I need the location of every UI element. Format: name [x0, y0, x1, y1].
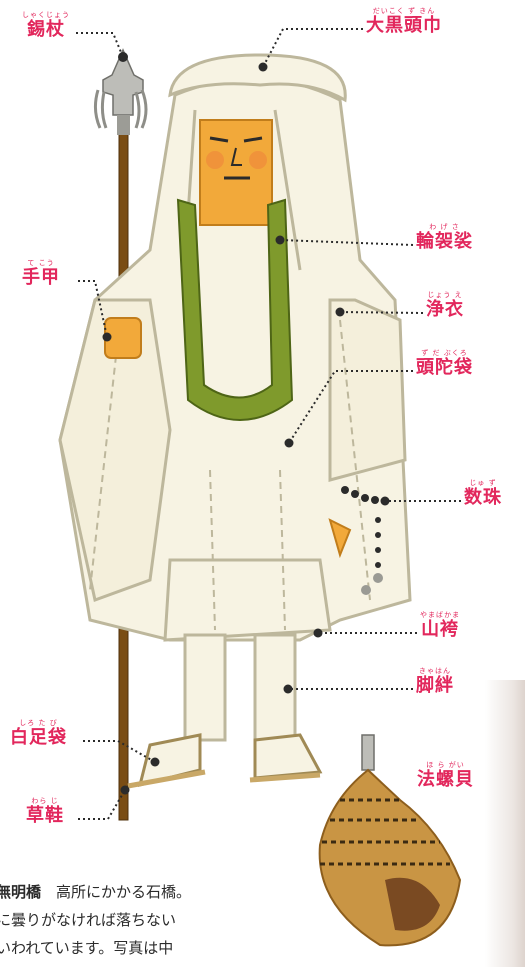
face [199, 119, 273, 226]
label-zudabukuro: ず だ ぶくろ 頭陀袋 [416, 350, 473, 377]
wagesa-stole [176, 198, 294, 421]
daikoku-zukin-hood [168, 53, 347, 103]
label-text: 輪袈裟 [416, 231, 473, 252]
label-kyahan: きゃはん 脚絆 [416, 668, 454, 695]
label-juzu: じゅ ず 数珠 [464, 480, 502, 507]
label-text: 脚絆 [416, 675, 454, 696]
label-joe: じょう え 浄衣 [426, 292, 464, 319]
label-ruby: わ げ さ [429, 223, 460, 231]
caption-line-1: 無明橋 高所にかかる石橋。 [0, 878, 191, 906]
label-tekou: て こう 手甲 [22, 260, 60, 287]
label-ruby: じょう え [427, 291, 463, 299]
horagai-shell [318, 734, 462, 947]
leader-lines [76, 28, 461, 820]
label-text: 浄衣 [426, 299, 464, 320]
label-ruby: ほ ら がい [426, 761, 465, 769]
label-waraji: わら じ 草鞋 [26, 798, 64, 825]
caption: 無明橋 高所にかかる石橋。 に曇りがなければ落ちない いわれています。写真は中 [0, 878, 525, 967]
label-text: 白足袋 [10, 727, 67, 748]
label-ruby: じゅ ず [469, 479, 497, 487]
photo-edge [485, 680, 525, 967]
label-text: 錫杖 [27, 19, 65, 40]
label-shakujo: しゃくじょう 錫杖 [22, 12, 70, 39]
caption-text: 高所にかかる石橋。 [41, 883, 192, 901]
label-text: 法螺貝 [417, 769, 474, 790]
label-ruby: て こう [27, 259, 55, 267]
label-ruby: しゃくじょう [22, 11, 70, 19]
label-ruby: だいこく ず きん [372, 7, 436, 15]
label-ruby: わら じ [31, 797, 59, 805]
label-ruby: しろ た び [19, 719, 58, 727]
label-ruby: ず だ ぶくろ [421, 349, 468, 357]
juzu-beads [341, 486, 383, 595]
caption-line-3: いわれています。写真は中 [0, 939, 174, 957]
label-daikoku-zukin: だいこく ず きん 大黒頭巾 [366, 8, 442, 35]
label-ruby: きゃはん [419, 667, 451, 675]
label-text: 大黒頭巾 [366, 15, 442, 36]
label-text: 数珠 [464, 487, 502, 508]
label-wagesa: わ げ さ 輪袈裟 [416, 224, 473, 251]
label-shirotabi: しろ た び 白足袋 [10, 720, 67, 747]
label-text: 草鞋 [26, 805, 64, 826]
label-text: 手甲 [22, 267, 60, 288]
label-ruby: やまばかま [420, 611, 461, 619]
label-horagai: ほ ら がい 法螺貝 [417, 762, 474, 789]
caption-line-2: に曇りがなければ落ちない [0, 911, 177, 929]
caption-bold-term: 無明橋 [0, 883, 42, 901]
label-yamabakama: やまばかま 山袴 [420, 612, 460, 639]
leader-dots [102, 52, 390, 795]
label-text: 頭陀袋 [416, 357, 473, 378]
label-text: 山袴 [421, 619, 460, 640]
